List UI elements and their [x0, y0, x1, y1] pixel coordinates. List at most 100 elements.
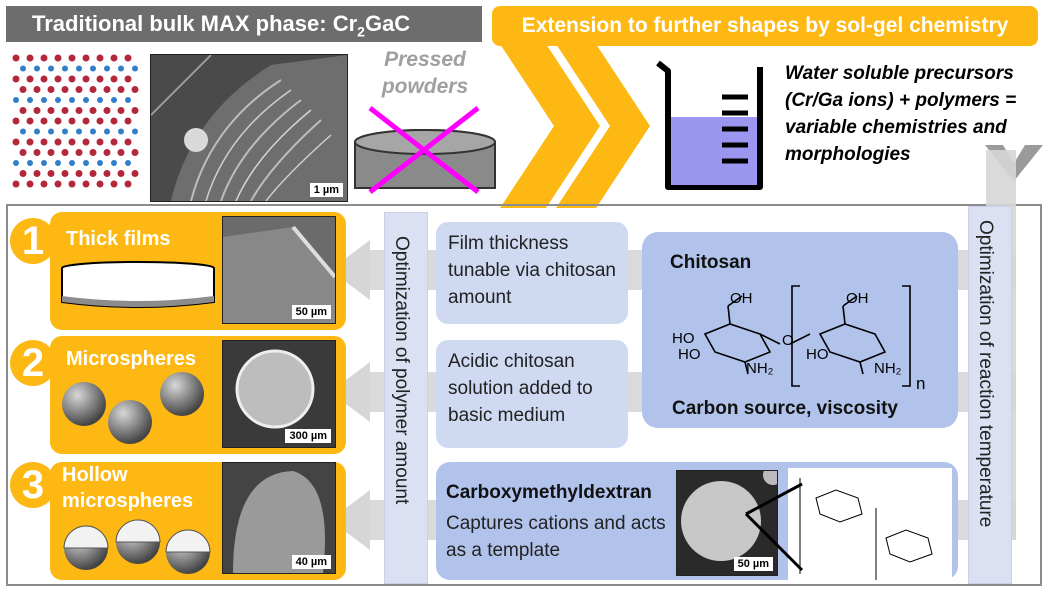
chem-nh2-2: NH₂ — [874, 360, 902, 377]
crystal-atom — [68, 117, 76, 125]
crystal-atom — [13, 160, 19, 166]
crystal-atom — [19, 149, 27, 156]
polymer-axis-label: Optimization of polymer amount — [391, 236, 412, 505]
crystal-atom — [124, 54, 132, 62]
crystal-atom — [124, 138, 132, 146]
crystal-atom — [47, 86, 55, 93]
crystal-atom — [68, 75, 76, 83]
crystal-atom — [132, 65, 138, 72]
crystal-atom — [76, 65, 82, 72]
chem-ho-1: HO — [672, 330, 695, 347]
crystal-atom — [89, 149, 97, 156]
hollow-scale-bar: 40 µm — [291, 555, 331, 569]
crystal-atom — [47, 149, 55, 156]
crystal-atom — [83, 160, 89, 166]
hollow-microspheres-title: Hollow microspheres — [62, 464, 194, 512]
crystal-atom — [103, 149, 111, 156]
row-1-badge — [10, 218, 56, 264]
chem-ho-3: HO — [806, 346, 829, 363]
temperature-axis-label: Optimization of reaction temperature — [975, 220, 996, 528]
crystal-atom — [124, 180, 132, 188]
crystal-atom — [117, 107, 125, 114]
crystal-atom — [82, 75, 90, 83]
crystal-atom — [131, 107, 139, 114]
crystal-atom — [90, 128, 96, 135]
crystal-atom — [82, 117, 90, 125]
crystal-atom — [75, 170, 83, 177]
main-frame — [6, 204, 1042, 586]
crystal-atom — [20, 65, 26, 72]
crystal-atom — [54, 117, 62, 125]
crystal-atom — [54, 54, 62, 62]
row-3-badge — [10, 462, 56, 508]
film-note: Film thickness tunable via chitosan amou… — [436, 222, 628, 324]
crystal-atom — [68, 138, 76, 146]
dextran-structure — [744, 468, 952, 584]
chem-nh2-1: NH₂ — [746, 360, 774, 377]
chitosan-structure — [703, 285, 911, 387]
crystal-atom — [40, 138, 48, 146]
crystal-atom — [12, 138, 20, 146]
crystal-atom — [117, 149, 125, 156]
crystal-atom — [61, 149, 69, 156]
thick-films-title: Thick films — [66, 228, 171, 250]
carboxy-title: Carboxymethyldextran — [446, 482, 652, 503]
crystal-atom — [26, 75, 34, 83]
row-2-badge — [10, 340, 56, 386]
crystal-atom — [75, 86, 83, 93]
crystal-atom — [48, 65, 54, 72]
crystal-atom — [96, 180, 104, 188]
crystal-atom — [68, 180, 76, 188]
crystal-atom — [61, 107, 69, 114]
row-1-number: 1 — [21, 219, 45, 263]
crystal-atom — [62, 128, 68, 135]
crystal-atom — [103, 107, 111, 114]
crystal-atom — [124, 75, 132, 83]
crystal-atom — [132, 128, 138, 135]
crystal-atom — [19, 86, 27, 93]
sem-scale-bar: 1 µm — [309, 183, 343, 197]
crystal-atom — [26, 138, 34, 146]
crystal-atom — [82, 138, 90, 146]
crystal-atom — [41, 160, 47, 166]
sphere-note: Acidic chitosan solution added to basic … — [436, 340, 628, 448]
polymer-axis-bar — [384, 212, 428, 584]
crystal-atom — [47, 170, 55, 177]
bulk-max-title: Traditional bulk MAX phase: Cr2GaC — [6, 6, 482, 42]
chitosan-title: Chitosan — [670, 252, 752, 273]
crystal-atom — [96, 75, 104, 83]
crystal-atom — [82, 180, 90, 188]
crystal-atom — [111, 160, 117, 166]
crystal-atom — [26, 54, 34, 62]
row-3-number: 3 — [21, 463, 45, 507]
crystal-atom — [131, 170, 139, 177]
crystal-atom — [40, 54, 48, 62]
crystal-atom — [131, 149, 139, 156]
crystal-atom — [19, 107, 27, 114]
sem-image-film: 50 µm — [222, 216, 336, 324]
chem-oh-2: OH — [846, 290, 869, 307]
temperature-axis-bar — [968, 206, 1012, 584]
crystal-atom — [97, 160, 103, 166]
crystal-atom — [104, 128, 110, 135]
microspheres-icon — [62, 372, 204, 444]
crystal-atom — [97, 97, 103, 103]
crystal-atom — [33, 107, 41, 114]
crystal-atom — [40, 117, 48, 125]
crystal-atom — [69, 160, 75, 166]
crystal-atom — [26, 117, 34, 125]
crystal-atom — [76, 128, 82, 135]
sem-image-dextran: 50 µm — [676, 470, 778, 576]
crystal-atom — [33, 149, 41, 156]
crystal-atom — [40, 75, 48, 83]
crystal-atom — [83, 97, 89, 103]
sem-image-bulk: 1 µm — [150, 54, 348, 202]
crystal-atom — [54, 180, 62, 188]
crystal-atom — [89, 107, 97, 114]
crystal-atom — [75, 149, 83, 156]
crystal-atom — [20, 128, 26, 135]
chem-ho-2: HO — [678, 346, 701, 363]
crystal-atom — [110, 54, 118, 62]
chem-oh-1: OH — [730, 290, 753, 307]
crystal-atom — [118, 65, 124, 72]
